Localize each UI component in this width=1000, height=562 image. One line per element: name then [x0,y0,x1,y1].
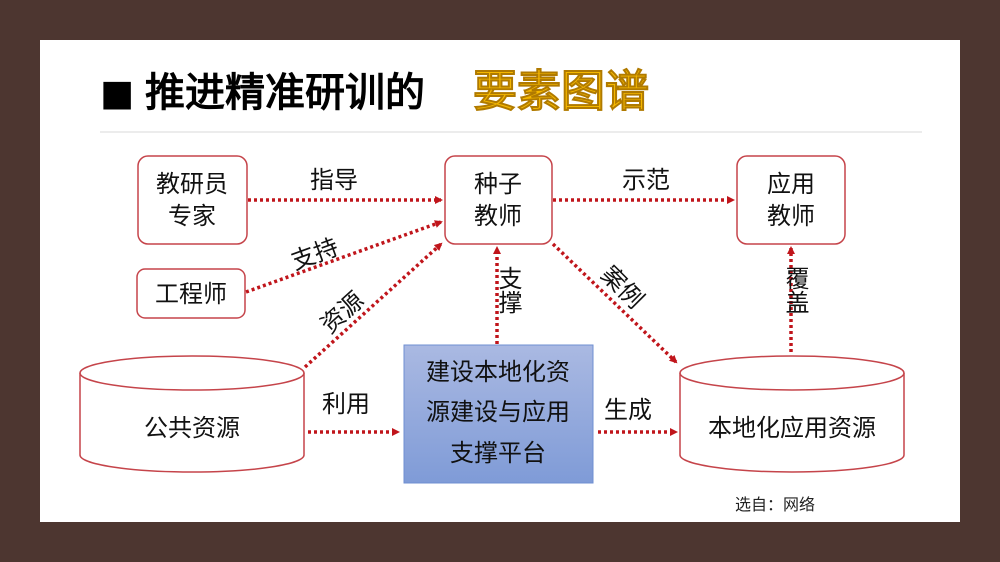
title-bullet: ■ [100,73,134,114]
title-highlight: 要素图谱 [473,66,649,117]
arrow-support [245,220,443,294]
label-cover: 覆盖 [781,266,809,314]
svg-text:源建设与应用: 源建设与应用 [426,398,570,426]
label-resource: 资源 [315,286,369,339]
node-seed-teacher: 种子 教师 [444,155,553,245]
svg-text:教师: 教师 [767,202,815,230]
label-generate: 生成 [604,396,652,424]
label-guide: 指导 [310,166,358,194]
svg-text:本地化应用资源: 本地化应用资源 [708,414,876,442]
node-app-teacher: 应用 教师 [736,155,846,245]
svg-text:种子: 种子 [474,170,522,198]
svg-text:建设本地化资: 建设本地化资 [426,358,570,386]
page-title: ■ 推进精准研训的 要素图谱 [100,66,649,118]
title-main: 推进精准研训的 [145,70,425,116]
svg-text:支撑平台: 支撑平台 [450,439,546,467]
svg-text:应用: 应用 [767,170,815,198]
label-platform-support: 支撑 [494,266,522,314]
arrow-resource [303,242,443,369]
svg-text:工程师: 工程师 [155,280,227,308]
arrow-case [551,242,678,364]
svg-text:教研员: 教研员 [156,170,228,198]
node-expert: 教研员 专家 [137,155,248,245]
svg-text:教师: 教师 [474,202,522,230]
label-use: 利用 [322,390,370,418]
svg-text:专家: 专家 [168,202,216,230]
label-case: 案例 [595,260,649,314]
node-public-resources: 公共资源 [79,355,305,473]
svg-text:公共资源: 公共资源 [144,414,240,442]
node-engineer: 工程师 [136,268,246,319]
label-demo: 示范 [622,166,670,194]
node-local-resources: 本地化应用资源 [679,355,905,473]
node-platform: 建设本地化资 源建设与应用 支撑平台 [403,344,594,484]
source-note: 选自：网络 [735,495,815,514]
